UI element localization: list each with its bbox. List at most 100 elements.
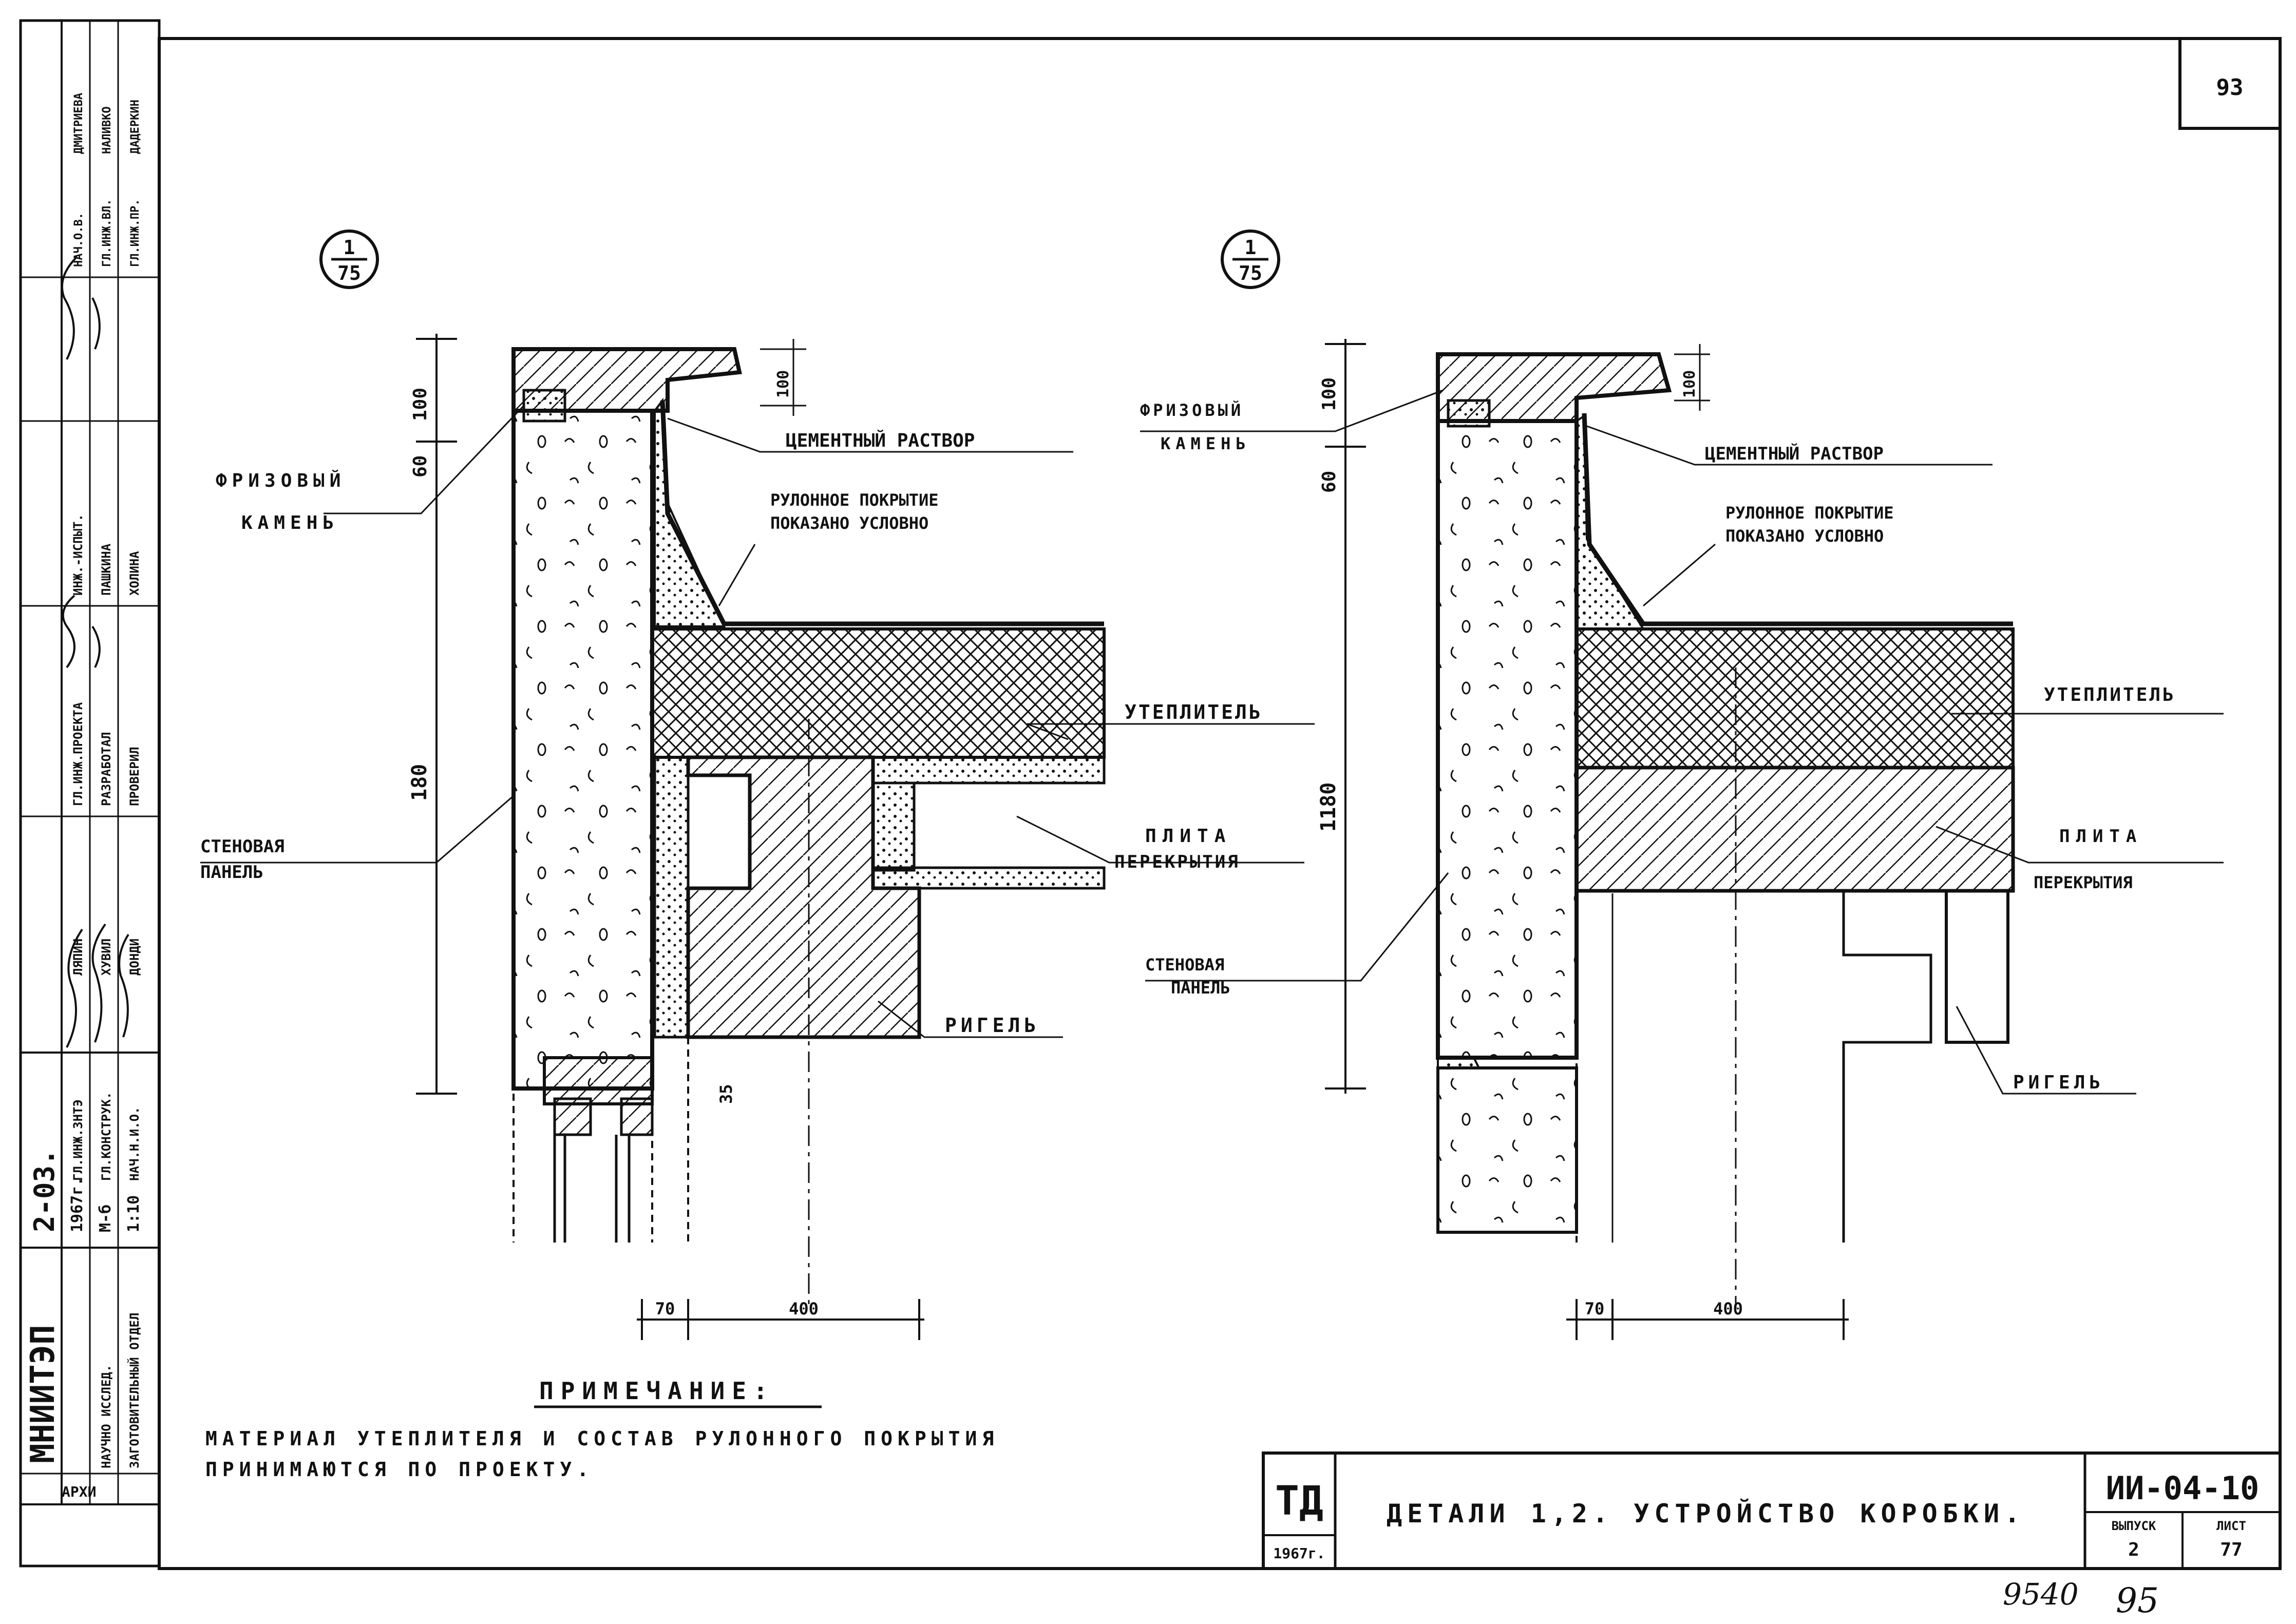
window-frame-head xyxy=(543,1056,654,1105)
detail-marker-number: 1 xyxy=(344,236,355,259)
insulation-layer xyxy=(1575,627,2015,769)
stamp-name: ДАДЕРКИН xyxy=(129,100,142,154)
stamp-role: ГЛ.ИНЖ.ЗНТЭ xyxy=(71,1099,85,1181)
note: ПРИМЕЧАНИЕ: МАТЕРИАЛ УТЕПЛИТЕЛЯ И СОСТАВ… xyxy=(205,1377,999,1481)
stamp-dept-1: НАУЧНО ИССЛЕД. xyxy=(99,1365,113,1468)
roll-roofing xyxy=(1582,413,2013,626)
stamp-role: ГЛ.КОНСТРУК. xyxy=(99,1092,113,1181)
left-detail: 1 75 100 60 180 xyxy=(200,230,1315,1340)
sheet-label: ЛИСТ xyxy=(2216,1519,2246,1533)
dimension-value: 100 xyxy=(410,388,431,421)
dimension-value: 400 xyxy=(1713,1299,1743,1319)
wall-panel xyxy=(1436,419,1579,1060)
signature-mark xyxy=(91,923,106,1043)
frieze-stone xyxy=(511,347,742,413)
label-cement-mortar: ЦЕМЕНТНЫЙ РАСТВОР xyxy=(786,430,975,451)
stamp-arch: АРХИ xyxy=(62,1483,96,1500)
dimension-value: 100 xyxy=(1681,370,1699,398)
signature-mark xyxy=(61,256,78,360)
stamp-name: ДМИТРИЕВА xyxy=(72,93,85,154)
label-frieze-stone: ФРИЗОВЫЙ xyxy=(1140,400,1244,420)
detail-marker-number: 1 xyxy=(1245,236,1257,259)
label-slab-2: ПЕРЕКРЫТИЯ xyxy=(2034,873,2133,892)
stamp-year: 1967г. xyxy=(68,1177,86,1232)
insulation-layer xyxy=(651,627,1106,759)
signature-mark xyxy=(91,625,101,668)
issue-label: ВЫПУСК xyxy=(2112,1519,2156,1533)
label-frieze-stone-2: КАМЕНЬ xyxy=(1161,434,1251,453)
detail-marker-sheet: 75 xyxy=(337,262,361,284)
dimension-value: 1180 xyxy=(1317,782,1340,832)
roll-roofing xyxy=(660,400,1104,626)
signature-mark xyxy=(118,933,129,1038)
frieze-stone xyxy=(1436,352,1672,423)
title-text: ДЕТАЛИ 1,2. УСТРОЙСТВО КОРОБКИ. xyxy=(1387,1498,2025,1529)
title-year: 1967г. xyxy=(1273,1545,1325,1562)
sheet-number-box xyxy=(2178,37,2282,130)
label-frieze-stone-2: КАМЕНЬ xyxy=(241,512,339,533)
floor-slab xyxy=(1574,766,2015,893)
label-frieze-stone: ФРИЗОВЫЙ xyxy=(216,470,346,491)
side-stamp: МНИИТЭП 2-03. 1967г. М-б 1:10 НАУЧНО ИСС… xyxy=(19,19,161,1568)
dimension-value: 60 xyxy=(410,455,431,477)
stamp-name: НАЛИВКО xyxy=(101,106,113,154)
stamp-role: ХОЛИНА xyxy=(127,551,142,596)
cement-mortar xyxy=(1447,399,1491,428)
cement-mortar xyxy=(522,389,566,423)
sheet-number: 93 xyxy=(2216,74,2244,101)
floor-slab-end xyxy=(871,781,916,872)
window-frame-rail xyxy=(553,1097,592,1136)
title-logo: ТД xyxy=(1275,1478,1323,1524)
stamp-name: ДОНДИ xyxy=(127,939,142,976)
stamp-role: ГЛ.ИНЖ.ВЛ. xyxy=(101,199,113,267)
label-roll-roofing: РУЛОННОЕ ПОКРЫТИЕ xyxy=(770,490,939,510)
floor-slab-top xyxy=(871,756,1106,785)
title-block: ТД 1967г. ДЕТАЛИ 1,2. УСТРОЙСТВО КОРОБКИ… xyxy=(1262,1451,2282,1570)
stamp-role: ИНЖ.-ИСПЫТ. xyxy=(71,514,85,596)
detail-marker-circle xyxy=(319,230,379,289)
note-heading: ПРИМЕЧАНИЕ: xyxy=(539,1377,775,1405)
title-code: ИИ-04-10 xyxy=(2106,1469,2260,1507)
label-roll-roofing-2: ПОКАЗАНО УСЛОВНО xyxy=(1725,526,1884,546)
girder xyxy=(1945,889,2009,1044)
handwritten-page: 95 xyxy=(2116,1581,2159,1620)
note-line-1: МАТЕРИАЛ УТЕПЛИТЕЛЯ И СОСТАВ РУЛОННОГО П… xyxy=(205,1427,999,1450)
label-girder: РИГЕЛЬ xyxy=(945,1014,1040,1037)
stamp-series: 2-03. xyxy=(28,1149,61,1232)
dimension-value: 35 xyxy=(716,1084,736,1104)
label-insulation: УТЕПЛИТЕЛЬ xyxy=(2044,684,2176,705)
dimension-value: 100 xyxy=(774,370,792,398)
handwritten-inventory: 9540 xyxy=(2003,1577,2079,1612)
stamp-institute: МНИИТЭП xyxy=(24,1325,62,1463)
wall-panel xyxy=(511,409,654,1091)
dimension-value: 100 xyxy=(1319,377,1340,411)
label-insulation: УТЕПЛИТЕЛЬ xyxy=(1125,701,1263,723)
stamp-role: РАЗРАБОТАЛ xyxy=(99,732,113,807)
label-slab: ПЛИТА xyxy=(1145,826,1231,847)
dimension-value: 70 xyxy=(1585,1299,1605,1319)
label-slab: ПЛИТА xyxy=(2059,826,2142,847)
label-cement-mortar: ЦЕМЕНТНЫЙ РАСТВОР xyxy=(1705,443,1884,464)
signature-mark xyxy=(91,297,101,350)
stamp-role: ПАШКИНА xyxy=(99,543,113,596)
label-roll-roofing: РУЛОННОЕ ПОКРЫТИЕ xyxy=(1725,503,1894,523)
label-slab-2: ПЕРЕКРЫТИЯ xyxy=(1114,852,1240,872)
label-roll-roofing-2: ПОКАЗАНО УСЛОВНО xyxy=(770,513,928,533)
dimension-value: 180 xyxy=(408,764,431,801)
detail-marker-sheet: 75 xyxy=(1239,262,1262,284)
stamp-name: ХУВИЛ xyxy=(99,939,113,976)
label-wall-panel-2: ПАНЕЛЬ xyxy=(1171,978,1230,998)
signature-mark xyxy=(66,928,83,1048)
stamp-dept-2: ЗАГОТОВИТЕЛЬНЫЙ ОТДЕЛ xyxy=(127,1313,142,1468)
lower-wall-panel xyxy=(1436,1066,1578,1234)
stamp-role: ГЛ.ИНЖ.ПР. xyxy=(129,199,142,267)
detail-marker-circle xyxy=(1221,230,1280,289)
infill-mortar xyxy=(653,756,690,1039)
dimension-value: 60 xyxy=(1319,471,1340,493)
stamp-scale-value: 1:10 xyxy=(125,1195,143,1232)
note-line-2: ПРИНИМАЮТСЯ ПО ПРОЕКТУ. xyxy=(205,1458,594,1481)
dimension-value: 400 xyxy=(789,1299,819,1319)
window-frame-rail xyxy=(620,1097,654,1136)
stamp-role: НАЧ.Н.И.О. xyxy=(127,1107,142,1181)
